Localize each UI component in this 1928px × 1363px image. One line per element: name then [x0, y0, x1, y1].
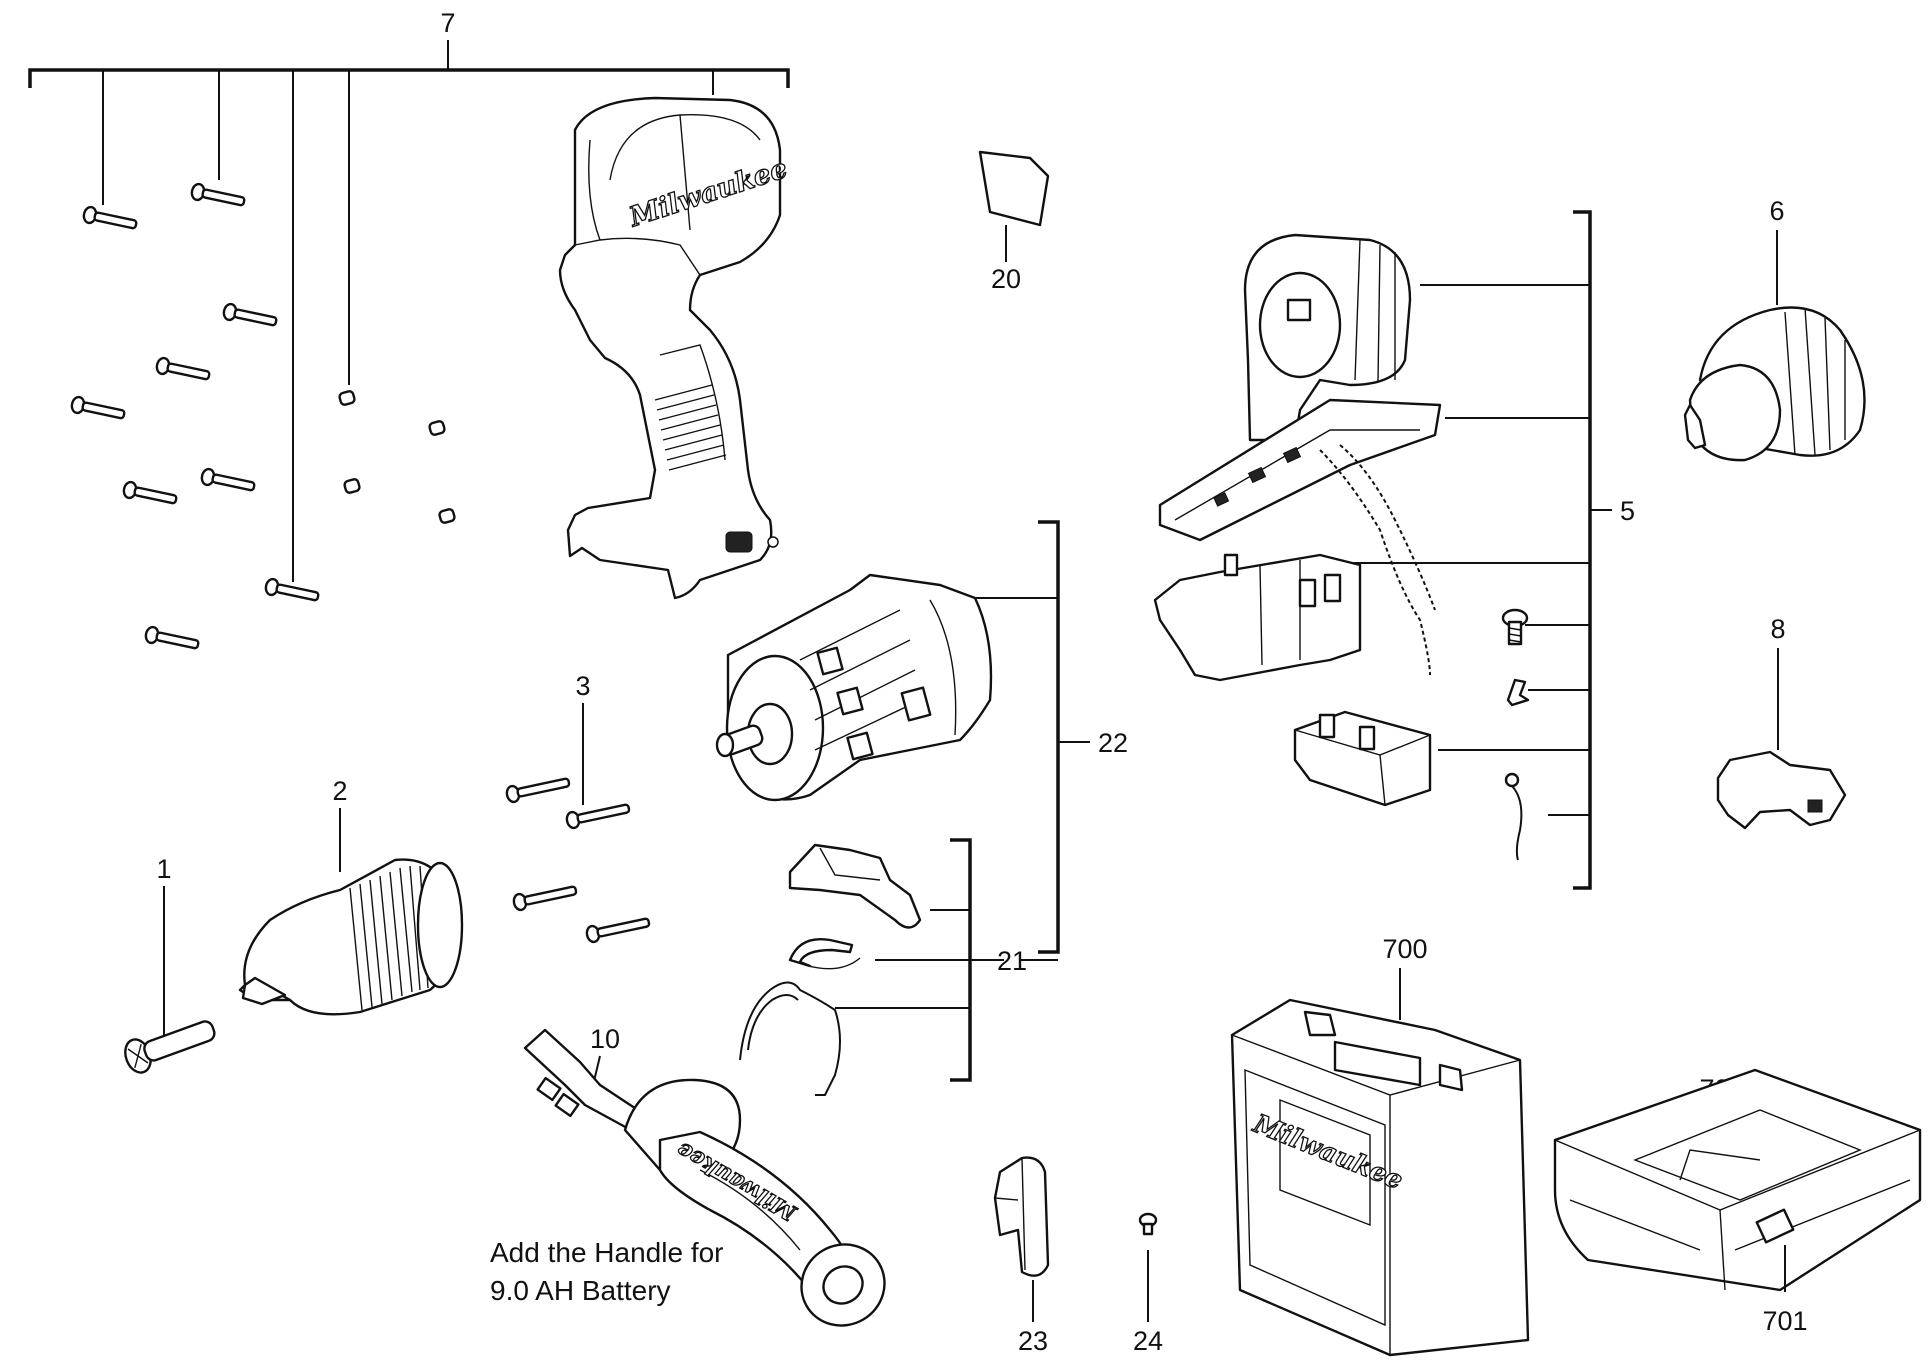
assembly-screw — [1501, 608, 1529, 646]
callout-20: 20 — [991, 264, 1021, 294]
note-line-2: 9.0 AH Battery — [490, 1275, 671, 1306]
part-1-screw: 1 — [124, 854, 216, 1074]
callout-700: 700 — [1382, 934, 1427, 964]
callout-8: 8 — [1770, 614, 1785, 644]
callout-5: 5 — [1620, 496, 1635, 526]
note-line-1: Add the Handle for — [490, 1237, 724, 1268]
callout-10: 10 — [590, 1024, 620, 1054]
part-24-screw: 24 — [1133, 1212, 1163, 1356]
drill-housing: Milwaukee — [558, 96, 792, 600]
callout-6: 6 — [1769, 196, 1784, 226]
part-3-screws: 3 — [505, 671, 651, 944]
part-23-belt-clip: 23 — [993, 1156, 1050, 1356]
part-20-label: 20 — [978, 150, 1050, 294]
callout-1: 1 — [156, 854, 171, 884]
housing-pins — [338, 390, 456, 524]
part-2-chuck: 2 — [238, 776, 464, 1016]
part-22-gearbox: 22 — [715, 520, 1128, 954]
part-8-actuator: 8 — [1716, 614, 1847, 830]
part-700-carry-case: 700 Milwaukee — [1230, 934, 1530, 1357]
callout-22: 22 — [1098, 728, 1128, 758]
grip-ribs — [654, 384, 727, 471]
callout-3: 3 — [575, 671, 590, 701]
part-6-rotor: 6 — [1683, 196, 1866, 462]
callout-21: 21 — [997, 946, 1027, 976]
part-5-electronics-assembly: 5 — [1153, 210, 1635, 890]
part-21-clutch-parts: 21 — [739, 838, 1058, 1096]
housing-screws — [70, 182, 320, 650]
part-701-702-insert: 702 701 — [1553, 1068, 1922, 1336]
callout-24: 24 — [1133, 1326, 1163, 1356]
callout-7: 7 — [440, 8, 455, 38]
callout-701: 701 — [1762, 1306, 1807, 1336]
part-10-side-handle: 10 Milwaukee Add the Handle for 9.0 AH B… — [490, 1024, 886, 1327]
callout-23: 23 — [1018, 1326, 1048, 1356]
callout-2: 2 — [332, 776, 347, 806]
part-7-housing-group: 7 — [28, 8, 792, 650]
